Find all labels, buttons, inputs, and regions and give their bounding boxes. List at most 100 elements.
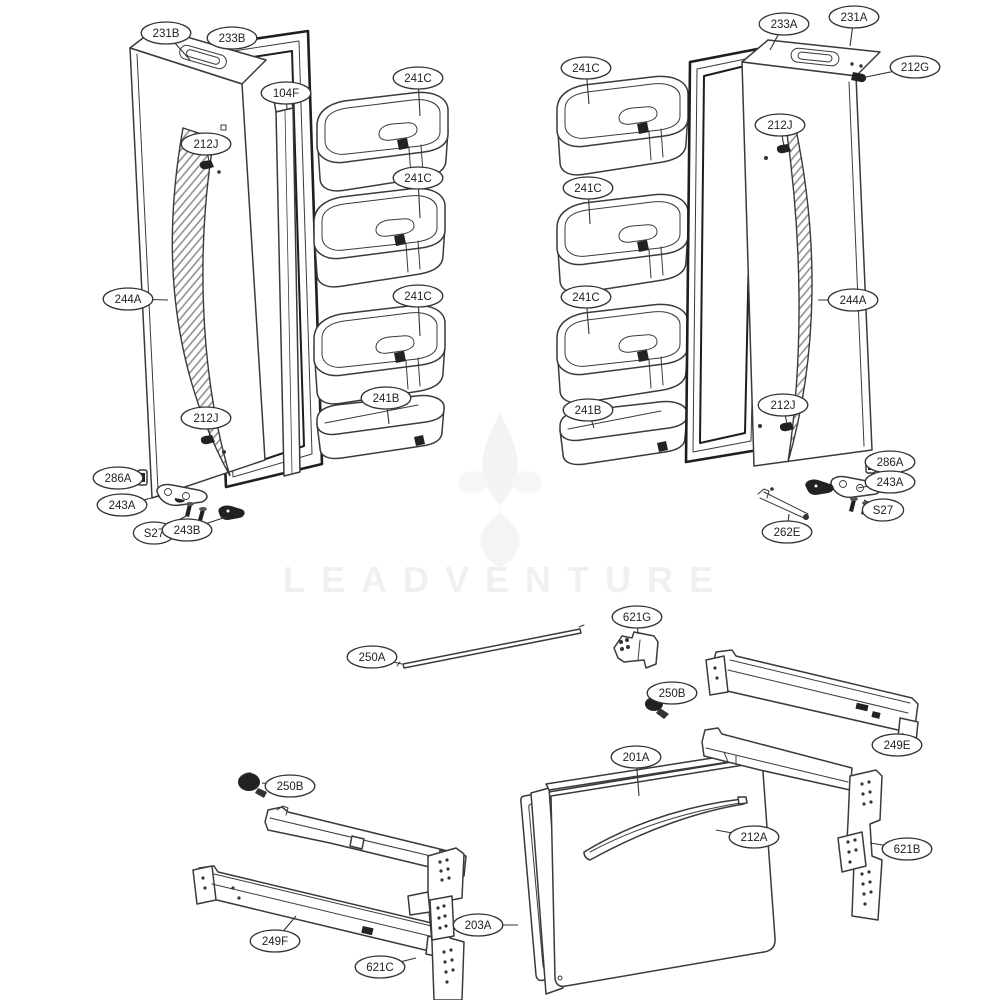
callout-621c[interactable]: 621C bbox=[354, 955, 417, 979]
callout-243b[interactable]: 243B bbox=[161, 516, 227, 542]
callout-bubble bbox=[728, 825, 780, 849]
callout-label: 621B bbox=[894, 844, 921, 856]
callout-label: 212A bbox=[741, 832, 768, 844]
callout-212j[interactable]: 212J bbox=[757, 393, 809, 425]
knob-250b-left bbox=[238, 772, 267, 798]
callout-bubble bbox=[102, 287, 154, 311]
rail-249e bbox=[705, 649, 919, 743]
callout-label: 250A bbox=[359, 652, 386, 664]
callout-s27[interactable]: S27 bbox=[861, 498, 905, 522]
callout-241b[interactable]: 241B bbox=[360, 386, 412, 425]
callout-bubble bbox=[646, 681, 698, 705]
screw-s27 bbox=[185, 504, 192, 517]
screw-s27 bbox=[849, 499, 856, 512]
callout-233a[interactable]: 233A bbox=[758, 12, 810, 51]
callout-label: 241C bbox=[404, 291, 432, 303]
callout-621b[interactable]: 621B bbox=[869, 837, 933, 861]
callout-241c[interactable]: 241C bbox=[560, 56, 612, 105]
callout-label: 212G bbox=[901, 62, 929, 74]
callout-231b[interactable]: 231B bbox=[140, 21, 192, 61]
callout-201a[interactable]: 201A bbox=[610, 745, 662, 797]
callout-241b[interactable]: 241B bbox=[562, 398, 614, 429]
callout-bubble bbox=[761, 520, 813, 544]
callout-label: 241C bbox=[404, 73, 432, 85]
callout-label: 212J bbox=[194, 413, 219, 425]
callout-233b[interactable]: 233B bbox=[206, 26, 258, 50]
callout-bubble bbox=[180, 406, 232, 430]
drawer-door bbox=[530, 751, 776, 995]
callout-104f[interactable]: 104F bbox=[260, 81, 312, 111]
rail-249f bbox=[192, 865, 447, 959]
callout-label: 286A bbox=[877, 457, 904, 469]
callout-bubble bbox=[360, 386, 412, 410]
door-basket-241c bbox=[313, 187, 446, 288]
callout-bubble bbox=[206, 26, 258, 50]
callout-label: 250B bbox=[277, 781, 304, 793]
callout-bubble bbox=[611, 605, 663, 629]
door-stop-212g bbox=[851, 72, 867, 83]
callout-label: 243B bbox=[174, 525, 201, 537]
lever-262e bbox=[757, 487, 809, 520]
callout-label: 241C bbox=[572, 292, 600, 304]
callout-212j[interactable]: 212J bbox=[754, 113, 806, 147]
callout-286a[interactable]: 286A bbox=[92, 466, 144, 490]
callout-bubble bbox=[392, 284, 444, 308]
watermark: LEADVENTURE bbox=[283, 412, 729, 600]
callout-250b[interactable]: 250B bbox=[261, 774, 316, 798]
callout-bubble bbox=[180, 132, 232, 156]
callout-bubble bbox=[861, 498, 905, 522]
callout-label: 244A bbox=[115, 294, 142, 306]
callout-label: 212J bbox=[771, 400, 796, 412]
callout-212j[interactable]: 212J bbox=[180, 406, 232, 437]
callout-231a[interactable]: 231A bbox=[828, 5, 880, 47]
bracket-621g bbox=[613, 631, 659, 669]
callout-243a[interactable]: 243A bbox=[857, 470, 916, 494]
callout-203a[interactable]: 203A bbox=[452, 913, 518, 937]
callout-label: 621G bbox=[623, 612, 651, 624]
callout-bubble bbox=[354, 955, 406, 979]
right-door bbox=[741, 39, 881, 467]
callout-241c[interactable]: 241C bbox=[392, 284, 444, 337]
callout-212g[interactable]: 212G bbox=[865, 55, 941, 79]
callout-bubble bbox=[560, 56, 612, 80]
callout-250a[interactable]: 250A bbox=[346, 645, 403, 669]
callout-241c[interactable]: 241C bbox=[562, 176, 614, 225]
callout-bubble bbox=[392, 166, 444, 190]
callout-241c[interactable]: 241C bbox=[560, 285, 612, 335]
callout-249f[interactable]: 249F bbox=[249, 915, 301, 953]
callout-label: 241C bbox=[572, 63, 600, 75]
callout-243a[interactable]: 243A bbox=[96, 493, 161, 517]
callout-bubble bbox=[562, 398, 614, 422]
callout-250b[interactable]: 250B bbox=[646, 681, 698, 705]
callout-label: 249E bbox=[884, 740, 911, 752]
left-door bbox=[129, 27, 267, 499]
callout-262e[interactable]: 262E bbox=[761, 513, 813, 544]
callout-label: 241C bbox=[574, 183, 602, 195]
callout-bubble bbox=[889, 55, 941, 79]
callout-244a[interactable]: 244A bbox=[102, 287, 169, 311]
right-door-handle bbox=[785, 118, 813, 463]
callout-249e[interactable]: 249E bbox=[871, 732, 923, 757]
callout-label: 203A bbox=[465, 920, 492, 932]
callout-241c[interactable]: 241C bbox=[392, 66, 444, 117]
callout-212j[interactable]: 212J bbox=[180, 132, 232, 163]
callout-bubble bbox=[871, 733, 923, 757]
callout-241c[interactable]: 241C bbox=[392, 166, 444, 219]
callout-bubble bbox=[264, 774, 316, 798]
callout-bubble bbox=[392, 66, 444, 90]
callout-bubble bbox=[560, 285, 612, 309]
shelf-rod-250a bbox=[396, 624, 585, 669]
right-mid-rail bbox=[701, 727, 853, 791]
watermark-text: LEADVENTURE bbox=[283, 559, 729, 600]
callout-621g[interactable]: 621G bbox=[611, 605, 663, 635]
callout-label: 243A bbox=[877, 477, 904, 489]
callout-bubble bbox=[562, 176, 614, 200]
callout-label: 233B bbox=[219, 33, 246, 45]
callout-label: 262E bbox=[774, 527, 801, 539]
callout-244a[interactable]: 244A bbox=[818, 288, 879, 312]
callout-212a[interactable]: 212A bbox=[715, 825, 780, 849]
callout-label: 241B bbox=[575, 405, 602, 417]
door-basket-241c bbox=[556, 303, 689, 404]
callout-286a[interactable]: 286A bbox=[864, 450, 916, 474]
